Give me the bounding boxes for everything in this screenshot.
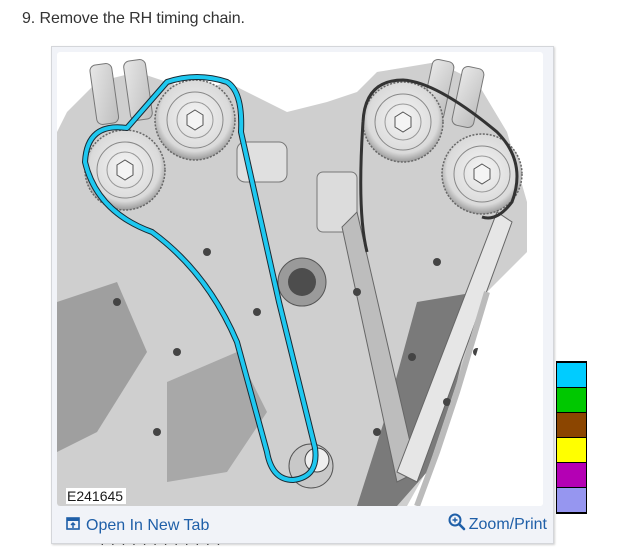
swatch-magenta[interactable] xyxy=(557,463,586,488)
figure-image[interactable]: E241645 xyxy=(57,52,543,506)
swatch-cyan[interactable] xyxy=(557,363,586,388)
zoom-in-icon xyxy=(448,513,466,536)
step-text: Remove the RH timing chain. xyxy=(39,10,245,27)
figure-id-label: E241645 xyxy=(66,488,127,504)
open-in-new-tab-link[interactable]: Open In New Tab xyxy=(66,517,209,535)
figure-container: E241645 Open In New Tab Zoom/Print xyxy=(51,46,554,544)
figure-footer: Open In New Tab Zoom/Print xyxy=(52,513,553,541)
zoom-print-link[interactable]: Zoom/Print xyxy=(448,513,547,536)
step-instruction: 9. Remove the RH timing chain. xyxy=(22,10,245,28)
rh-timing-chain-highlight xyxy=(83,75,318,482)
zoom-print-label: Zoom/Print xyxy=(468,515,547,533)
color-palette xyxy=(556,361,587,514)
swatch-brown[interactable] xyxy=(557,413,586,438)
swatch-yellow[interactable] xyxy=(557,438,586,463)
step-number: 9. xyxy=(22,10,36,27)
open-new-tab-icon xyxy=(66,517,80,535)
swatch-green[interactable] xyxy=(557,388,586,413)
engine-timing-illustration xyxy=(57,58,543,506)
swatch-lavender[interactable] xyxy=(557,488,586,513)
next-step-text-partial: · · · · · · · · · · · · xyxy=(100,544,320,551)
open-in-new-tab-label: Open In New Tab xyxy=(86,517,210,534)
